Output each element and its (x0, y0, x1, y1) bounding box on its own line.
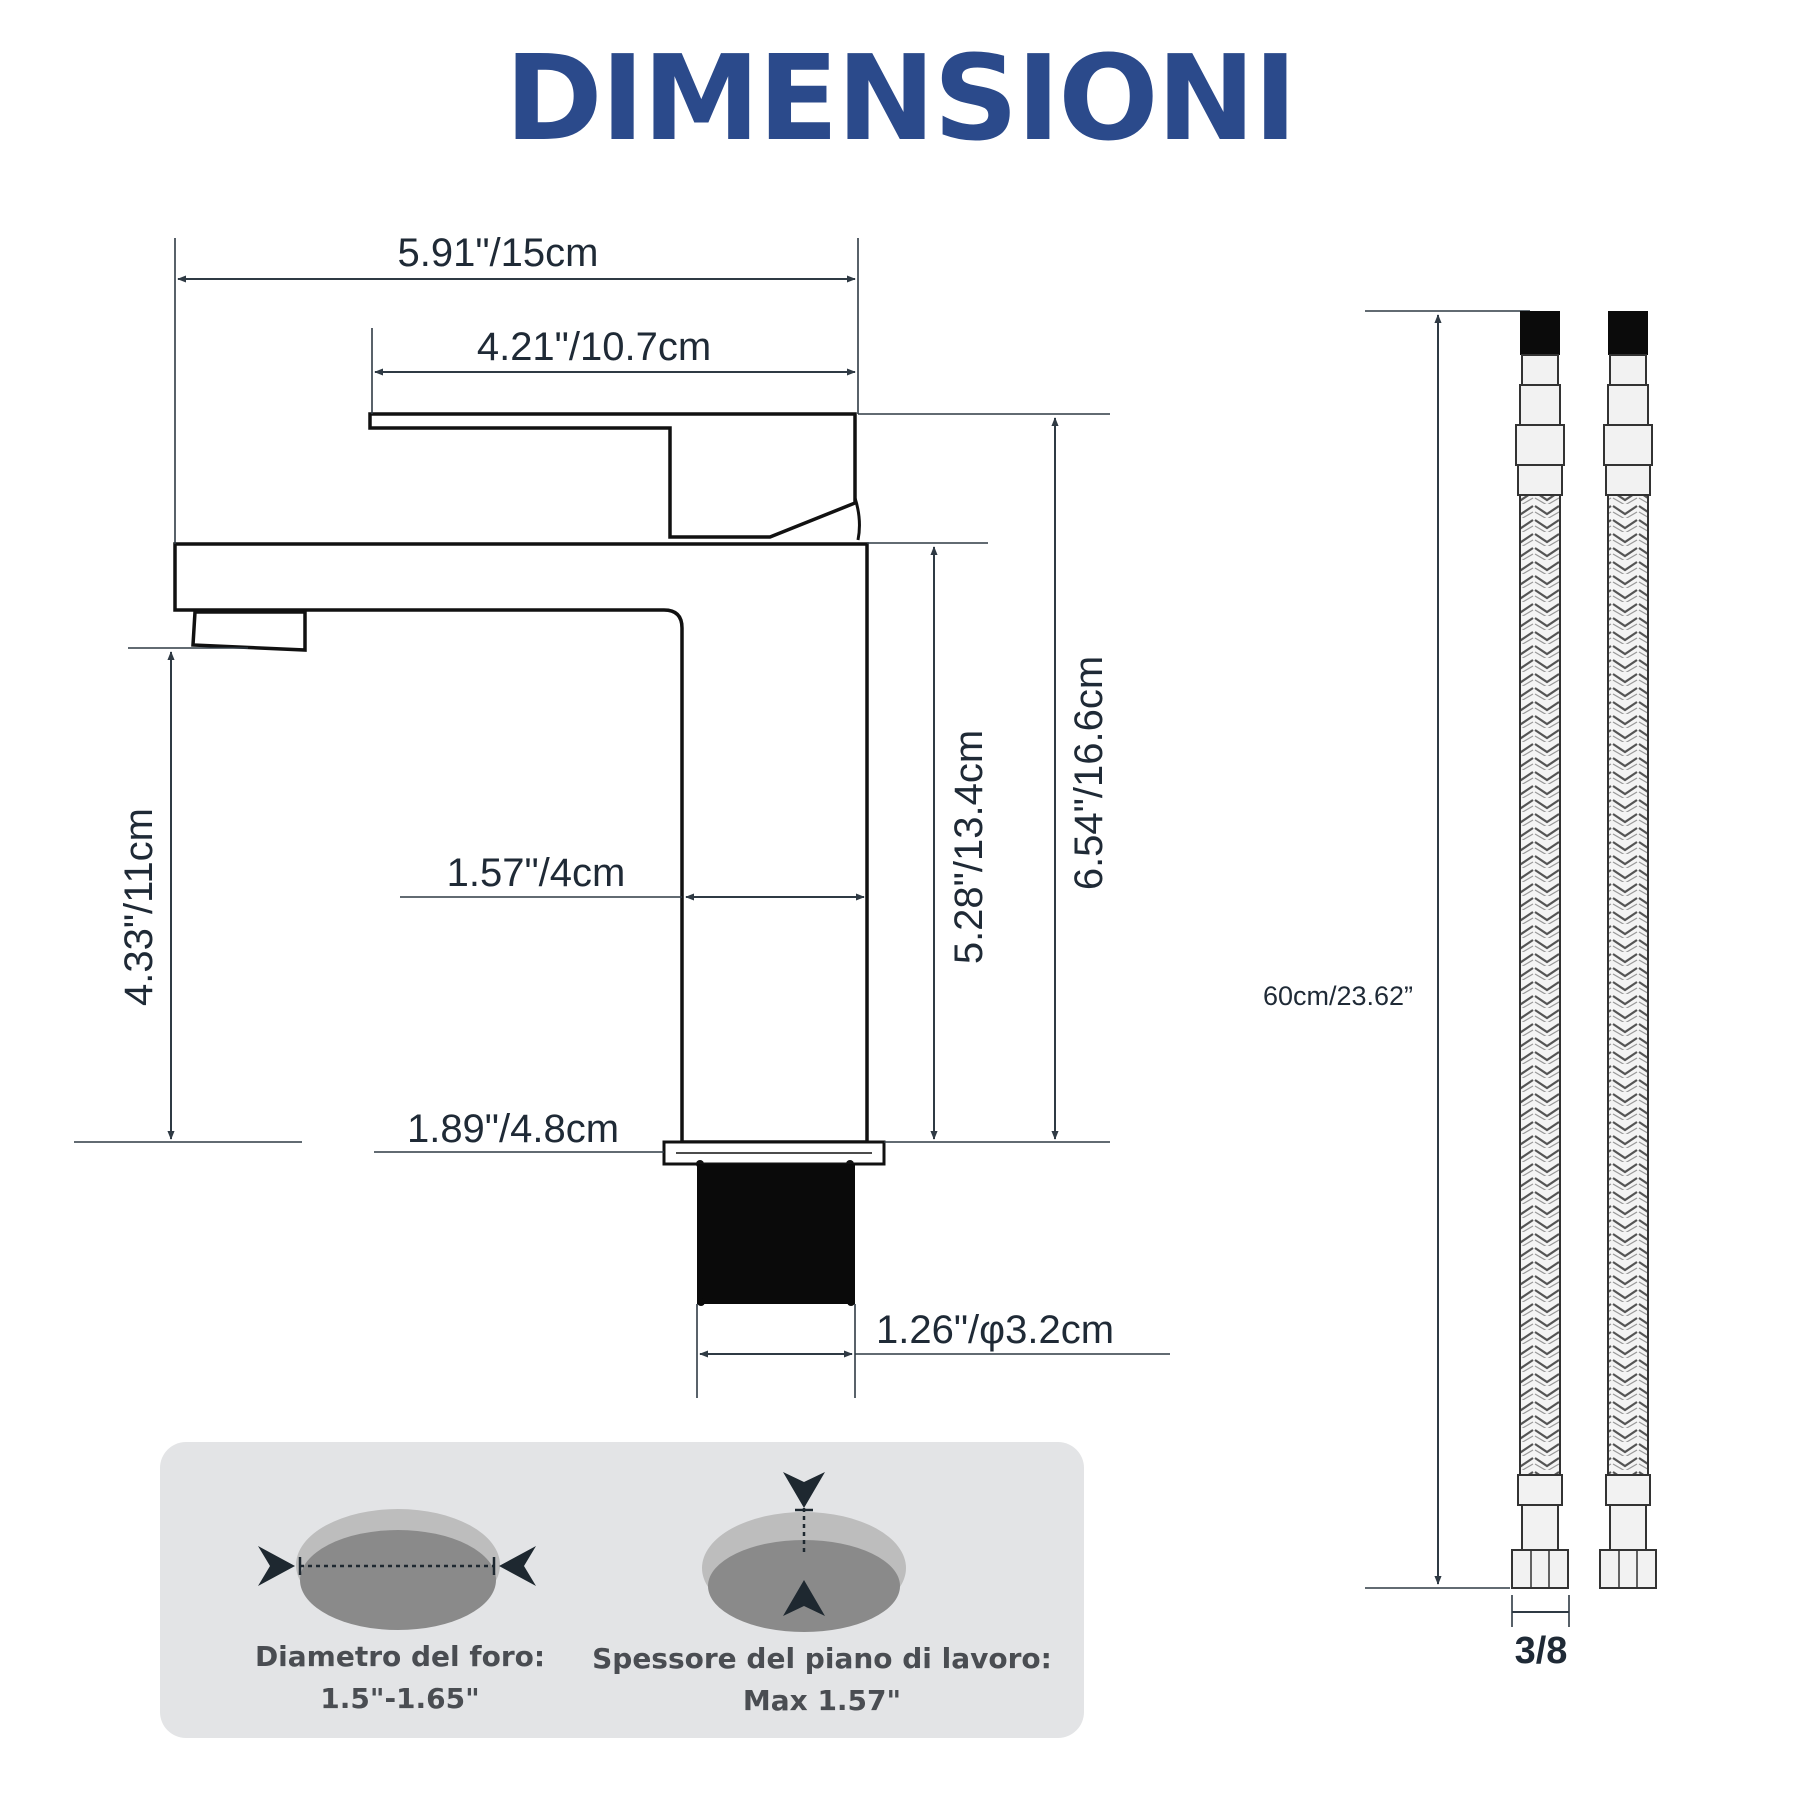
hose-1-nut-top (1515, 424, 1565, 466)
hose-2-sleeve (1607, 384, 1649, 426)
supply-hoses (1511, 311, 1657, 1589)
hose-1-braid (1519, 494, 1561, 1476)
counter-thickness-value: Max 1.57" (743, 1684, 901, 1717)
faucet-outline (173, 412, 886, 1306)
counter-thickness-caption: Spessore del piano di lavoro: (592, 1642, 1052, 1675)
hose-1-ferrule-top (1517, 464, 1563, 496)
hose-1-collar (1521, 354, 1559, 386)
hole-diameter-caption: Diametro del foro: (255, 1640, 545, 1673)
arrow-down-icon (783, 1472, 825, 1508)
arrow-left-icon (499, 1546, 536, 1586)
base-width-label: 1.89"/4.8cm (407, 1107, 619, 1151)
arrow-up-icon (783, 1580, 825, 1616)
body-width-label: 1.57"/4cm (447, 851, 626, 895)
hose-1-ferrule-bottom (1517, 1474, 1563, 1506)
hose-1-nut-bottom (1511, 1549, 1569, 1589)
body-height-label: 5.28"/13.4cm (947, 730, 991, 964)
hose-2-braid (1607, 494, 1649, 1476)
handle-length-label: 4.21"/10.7cm (477, 325, 711, 369)
hose-2-collar (1609, 354, 1647, 386)
hole-diameter-value: 1.5"-1.65" (320, 1682, 479, 1715)
counter-thickness-illustration (702, 1472, 906, 1632)
hose-1-stem (1521, 1504, 1559, 1551)
spout-height-label: 4.33"/11cm (117, 808, 161, 1006)
hose-thread-label: 3/8 (1515, 1630, 1568, 1672)
page-title: DIMENSIONI (504, 29, 1298, 167)
shank-diameter-label: 1.26"/φ3.2cm (876, 1308, 1114, 1352)
overall-length-label: 5.91"/15cm (398, 231, 599, 275)
total-height-label: 6.54"/16.6cm (1067, 656, 1111, 890)
hose-2-nut-top (1603, 424, 1653, 466)
arrow-right-icon (258, 1546, 295, 1586)
hose-1-tip (1520, 311, 1560, 355)
notes-panel-background (160, 1442, 1084, 1738)
hose-2-ferrule-top (1605, 464, 1651, 496)
hose-1-sleeve (1519, 384, 1561, 426)
hose-2-stem (1609, 1504, 1647, 1551)
hole-diameter-illustration (258, 1509, 536, 1630)
hose-2-ferrule-bottom (1605, 1474, 1651, 1506)
dimension-lines (74, 238, 1570, 1627)
hose-2-tip (1608, 311, 1648, 355)
hose-length-label: 60cm/23.62” (1263, 981, 1413, 1011)
installation-notes-panel: Diametro del foro: 1.5"-1.65" Spessore d… (160, 1442, 1084, 1738)
hose-2-nut-bottom (1599, 1549, 1657, 1589)
